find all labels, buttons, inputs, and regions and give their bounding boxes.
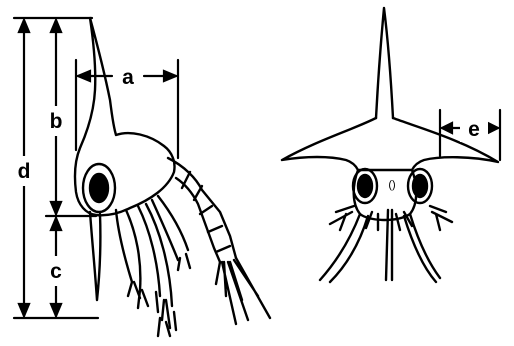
- measure-c-arrow-up: [51, 218, 61, 230]
- lateral-view: [75, 18, 270, 336]
- label-a: a: [122, 66, 134, 89]
- measure-e-arrow-left: [442, 123, 452, 133]
- measurements: [14, 18, 500, 318]
- frontal-view: [282, 8, 498, 282]
- lateral-rostral-spine: [90, 212, 100, 300]
- measure-a-arrow-left: [78, 71, 90, 81]
- lateral-eye: [90, 174, 108, 202]
- label-d: d: [18, 160, 31, 183]
- measure-d-arrow-down: [19, 304, 29, 316]
- frontal-eye-spot: (): [388, 179, 395, 191]
- frontal-left-eye: [358, 175, 372, 197]
- frontal-side-spines: [320, 214, 440, 282]
- measure-b-arrow-up: [51, 20, 61, 32]
- measure-b-arrow-down: [51, 202, 61, 214]
- measure-d-arrow-up: [19, 20, 29, 32]
- lateral-segment-lines: [182, 172, 230, 252]
- label-b: b: [50, 110, 63, 133]
- measure-c-arrow-down: [51, 304, 61, 316]
- lateral-appendages: [116, 196, 188, 328]
- label-e: e: [468, 118, 480, 141]
- measure-a-arrow-right: [164, 71, 176, 81]
- lateral-limb-tips: [158, 254, 190, 336]
- frontal-right-eye: [413, 175, 427, 197]
- measure-e-arrow-right: [488, 123, 498, 133]
- frontal-dorsal-spine: [376, 8, 393, 118]
- lateral-abdomen: [168, 158, 236, 262]
- lateral-telson: [216, 258, 270, 324]
- label-c: c: [50, 260, 62, 283]
